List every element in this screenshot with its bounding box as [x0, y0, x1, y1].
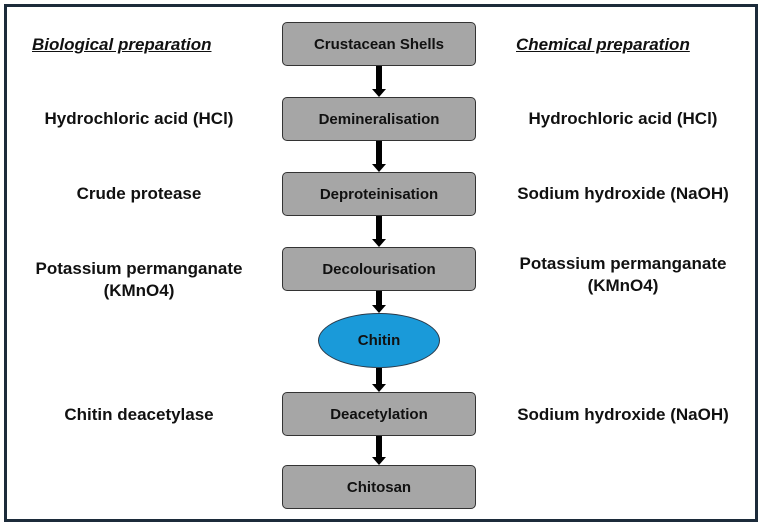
chemical-decolourisation-reagent-line2: (KMnO4) [587, 276, 659, 295]
arrow-decolourisation-to-chitin [372, 291, 386, 313]
step-chitosan: Chitosan [282, 465, 476, 509]
biological-preparation-heading: Biological preparation [32, 35, 212, 54]
chemical-deacetylation-reagent: Sodium hydroxide (NaOH) [517, 405, 729, 424]
chemical-preparation-heading: Chemical preparation [516, 35, 690, 54]
chemical-deproteinisation-reagent: Sodium hydroxide (NaOH) [517, 184, 729, 203]
step-deproteinisation: Deproteinisation [282, 172, 476, 216]
biological-demineralisation-reagent: Hydrochloric acid (HCl) [44, 109, 234, 128]
arrow-demineralisation-to-deproteinisation [372, 141, 386, 172]
biological-deproteinisation-reagent: Crude protease [76, 184, 202, 203]
arrow-chitin-to-deacetylation [372, 368, 386, 392]
step-chitin: Chitin [318, 313, 440, 368]
biological-decolourisation-reagent-line1: Potassium permanganate [35, 259, 243, 278]
chemical-decolourisation-reagent-line1: Potassium permanganate [519, 254, 727, 273]
biological-deacetylation-reagent: Chitin deacetylase [64, 405, 214, 424]
biological-decolourisation-reagent: Potassium permanganate (KMnO4) [10, 258, 268, 302]
chemical-decolourisation-reagent: Potassium permanganate (KMnO4) [492, 253, 754, 297]
step-crustacean-shells: Crustacean Shells [282, 22, 476, 66]
arrow-deacetylation-to-chitosan [372, 436, 386, 465]
step-deacetylation: Deacetylation [282, 392, 476, 436]
arrow-shells-to-demineralisation [372, 66, 386, 97]
arrow-deproteinisation-to-decolourisation [372, 216, 386, 247]
biological-decolourisation-reagent-line2: (KMnO4) [103, 281, 175, 300]
step-demineralisation: Demineralisation [282, 97, 476, 141]
chemical-demineralisation-reagent: Hydrochloric acid (HCl) [528, 109, 718, 128]
step-decolourisation: Decolourisation [282, 247, 476, 291]
diagram-frame [4, 4, 758, 522]
